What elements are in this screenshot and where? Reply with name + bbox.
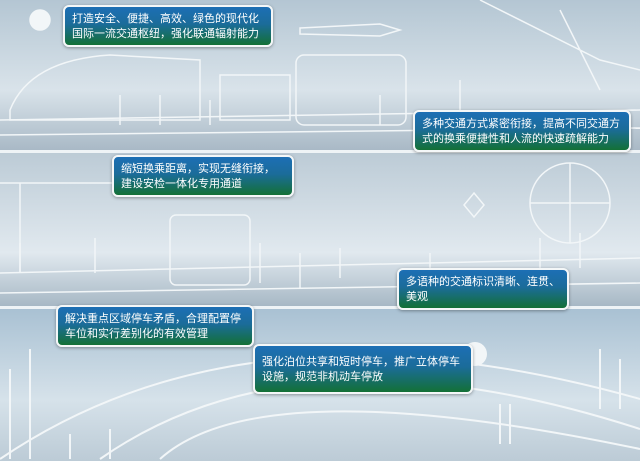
band-divider — [0, 150, 640, 153]
callout-parking-sharing: 强化泊位共享和短时停车，推广立体停车设施，规范非机动车停放 — [253, 344, 473, 394]
callout-parking-conflict: 解决重点区域停车矛盾，合理配置停车位和实行差别化的有效管理 — [56, 305, 254, 347]
callout-transfer-distance: 缩短换乘距离，实现无缝衔接，建设安检一体化专用通道 — [112, 155, 294, 197]
callout-signage: 多语种的交通标识清晰、连贯、美观 — [397, 268, 569, 310]
train-bus-airplane-illustration — [0, 0, 640, 136]
callout-hub: 打造安全、便捷、高效、绿色的现代化国际一流交通枢纽，强化联通辐射能力 — [63, 5, 273, 47]
band-divider — [0, 306, 640, 309]
callout-multimodal: 多种交通方式紧密衔接，提高不同交通方式的换乘便捷性和人流的快速疏解能力 — [413, 110, 631, 152]
